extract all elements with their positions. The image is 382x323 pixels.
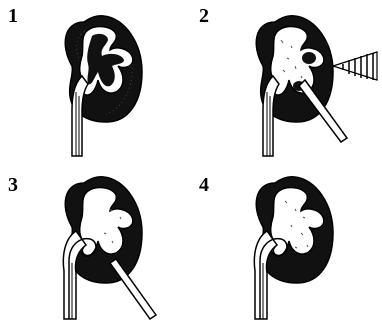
panel-4: 4 [191,161,382,322]
panel-1: 1 [0,0,191,161]
kidney-diagram-3 [0,161,191,322]
kidney-diagram-4 [191,161,382,322]
shockwave-icon [333,52,377,80]
stone [302,52,316,64]
panel-2: 2 [191,0,382,161]
kidney-diagram-1 [0,0,191,161]
panel-3: 3 [0,161,191,322]
kidney-diagram-2 [191,0,382,161]
